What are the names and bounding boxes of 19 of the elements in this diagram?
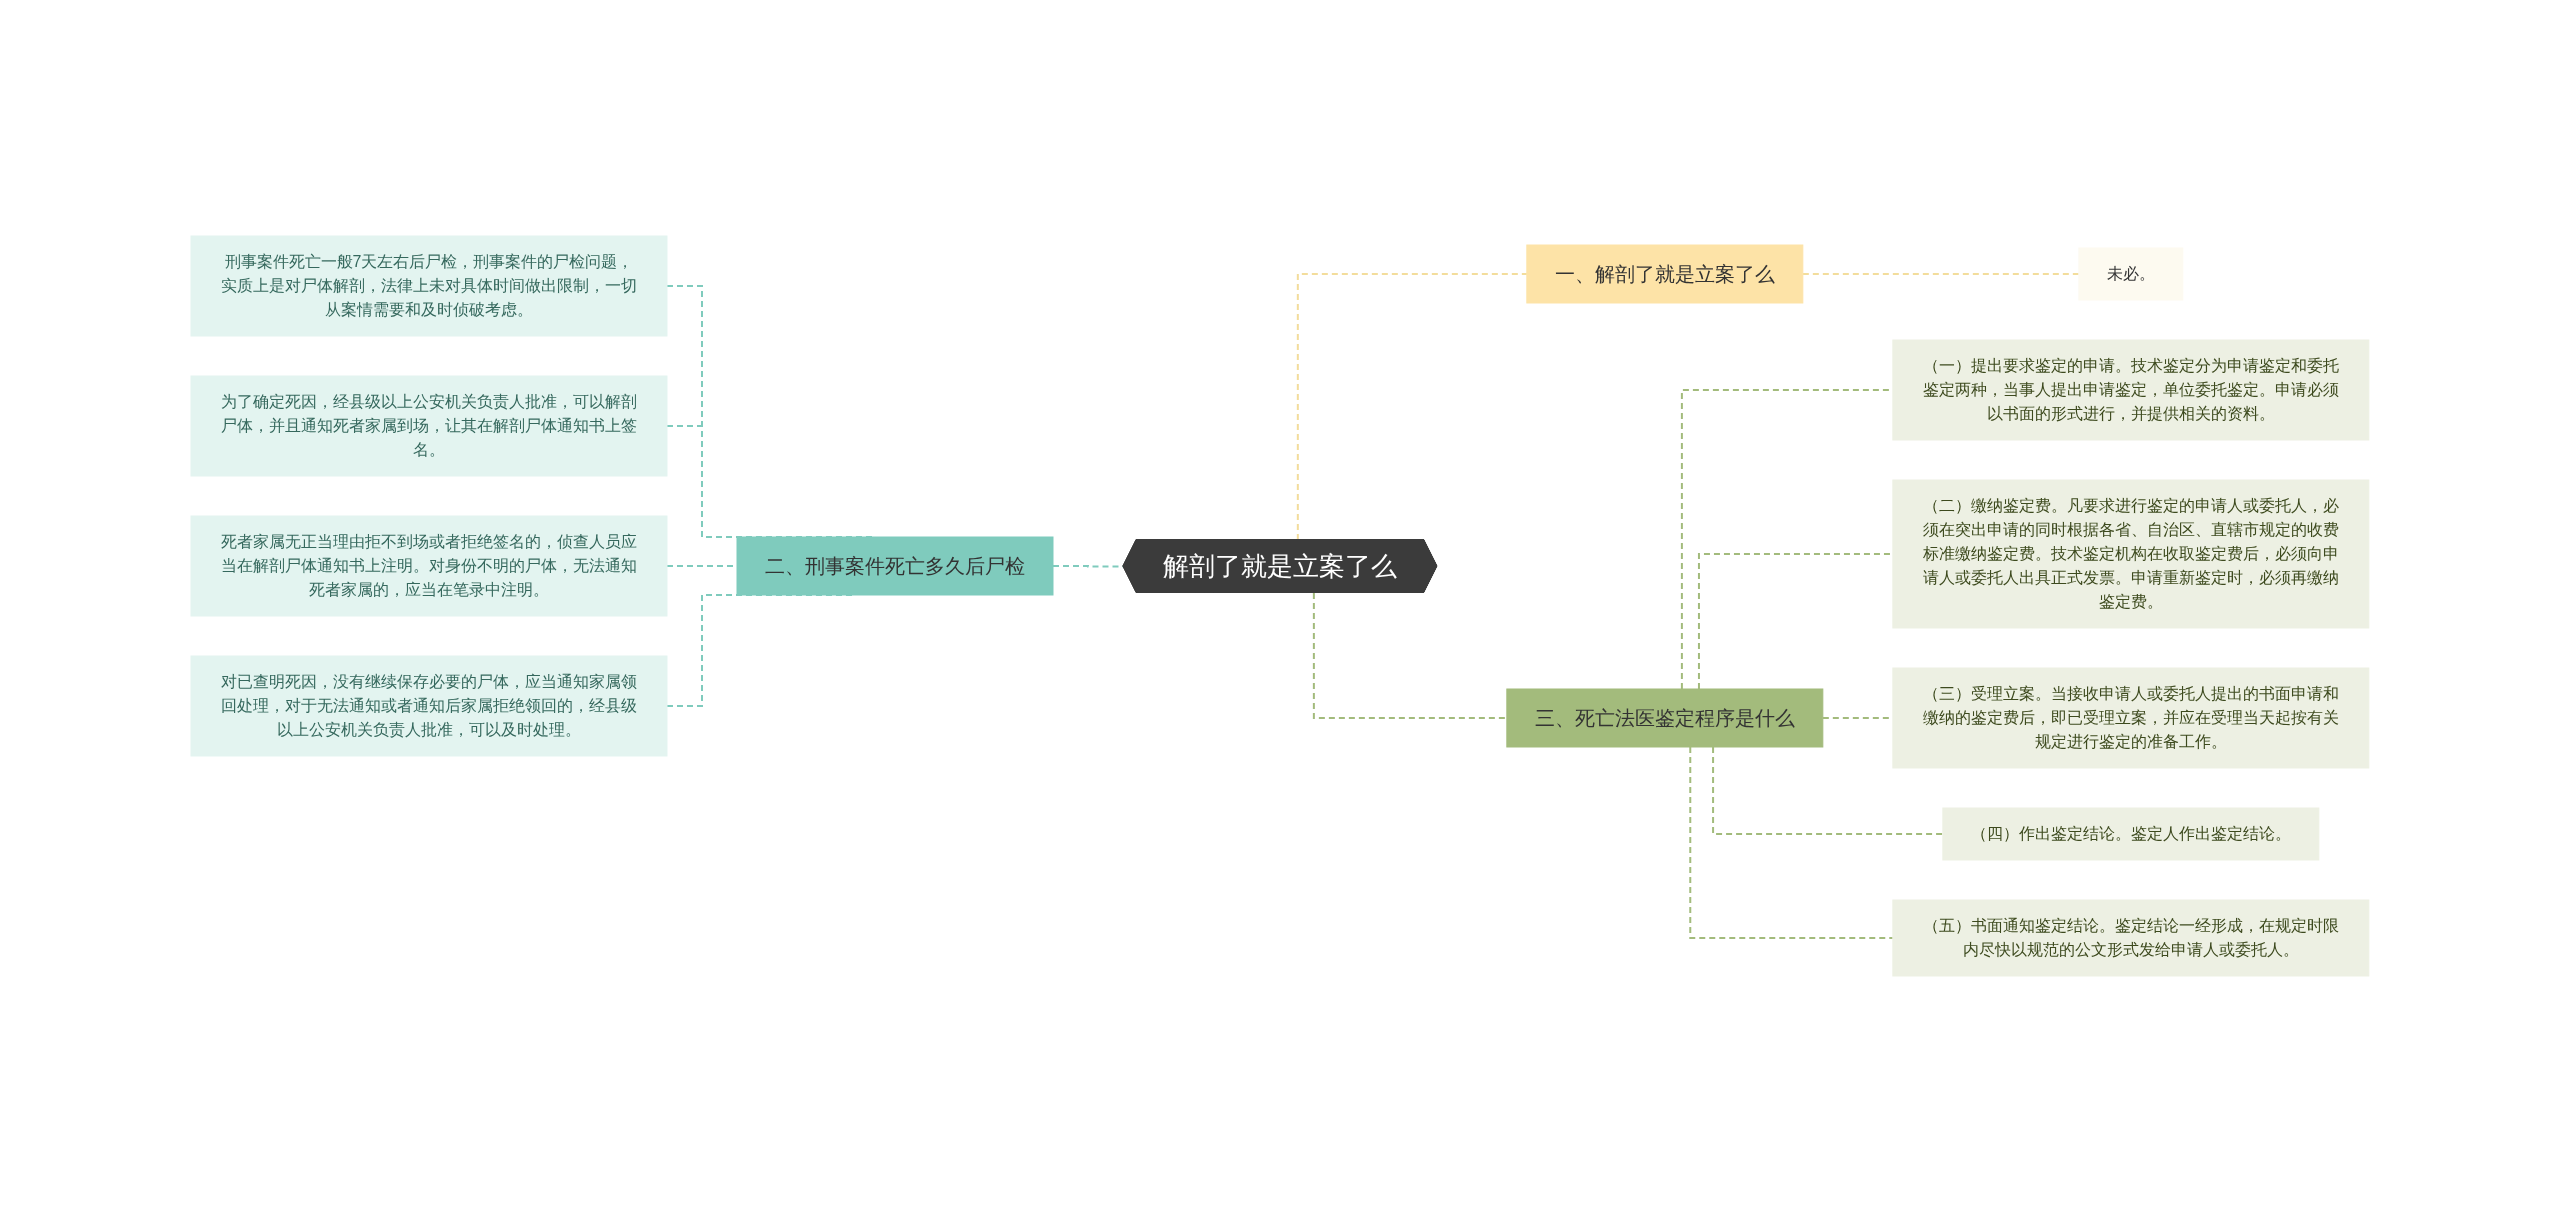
- node-box: 刑事案件死亡一般7天左右后尸检，刑事案件的尸检问题，实质上是对尸体解剖，法律上未对具体时间做出限制，一切从案情需要和及时侦破考虑。: [190, 235, 668, 337]
- node-box: 一、解剖了就是立案了么: [1526, 244, 1804, 304]
- node-box: 二、刑事案件死亡多久后尸检: [736, 536, 1054, 596]
- connector: [1312, 592, 1508, 719]
- node-box: 死者家属无正当理由拒不到场或者拒绝签名的，侦查人员应当在解剖尸体通知书上注明。对身份不明的尸体，无法通知死者家属的，应当在笔录中注明。: [190, 515, 668, 617]
- connector: [1296, 273, 1528, 541]
- node-box: （三）受理立案。当接收申请人或委托人提出的书面申请和缴纳的鉴定费后，即已受理立案，并应在受理当天起按有关规定进行鉴定的准备工作。: [1892, 667, 2370, 769]
- node-box: （五）书面通知鉴定结论。鉴定结论一经形成，在规定时限内尽快以规范的公文形式发给申请人或委托人。: [1892, 899, 2370, 977]
- node-box: 未必。: [2078, 247, 2184, 301]
- connector: [1052, 565, 1125, 568]
- node-box: （四）作出鉴定结论。鉴定人作出鉴定结论。: [1942, 807, 2320, 861]
- node-box: （一）提出要求鉴定的申请。技术鉴定分为申请鉴定和委托鉴定两种，当事人提出申请鉴定，单位委托鉴定。申请必须以书面的形式进行，并提供相关的资料。: [1892, 339, 2370, 441]
- node-box: 为了确定死因，经县级以上公安机关负责人批准，可以解剖尸体，并且通知死者家属到场，让其在解剖尸体通知书上签名。: [190, 375, 668, 477]
- node-box: 三、死亡法医鉴定程序是什么: [1506, 688, 1824, 748]
- node-box: （二）缴纳鉴定费。凡要求进行鉴定的申请人或委托人，必须在突出申请的同时根据各省、自治区、直辖市规定的收费标准缴纳鉴定费。技术鉴定机构在收取鉴定费后，必须向申请人或委托人出具正式发票。申请重新鉴定时，必须再缴纳鉴定费。: [1892, 479, 2370, 629]
- connector: [1801, 273, 2080, 275]
- connector: [1712, 746, 1944, 835]
- connector: [1689, 746, 1894, 939]
- node-box: 对已查明死因，没有继续保存必要的尸体，应当通知家属领回处理，对于无法通知或者通知后家属拒绝领回的，经县级以上公安机关负责人批准，可以及时处理。: [190, 655, 668, 757]
